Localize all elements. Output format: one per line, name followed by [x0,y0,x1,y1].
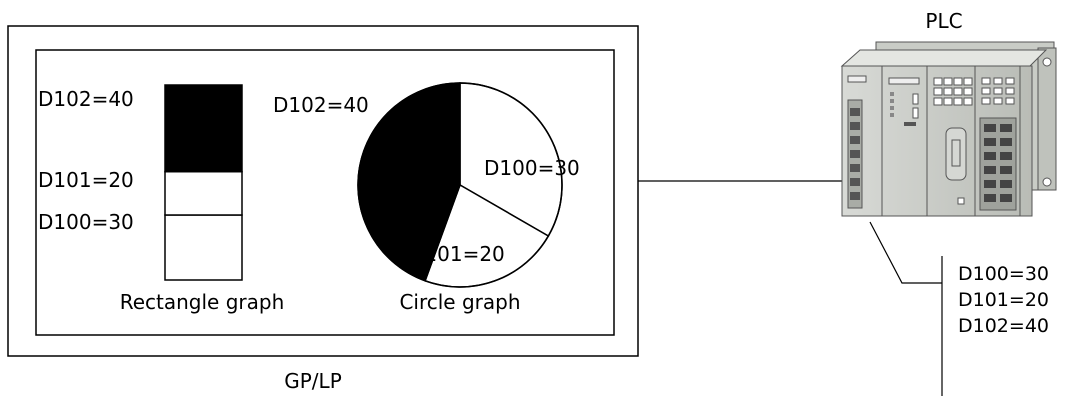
rect-segment-d101 [164,170,243,216]
pie-label-d102: D102=40 [273,93,369,117]
circle-graph-caption: Circle graph [399,290,520,314]
rect-label-d101: D101=20 [38,168,134,192]
plc-memory-callout: D100=30 D101=20 D102=40 [869,221,1049,396]
pie-label-d101: D101=20 [409,242,505,266]
plc-label: PLC [925,9,962,33]
callout-leader-line [869,221,942,284]
pie-label-d100: D100=30 [484,156,580,180]
gp-lp-label: GP/LP [284,369,342,393]
rect-label-d102: D102=40 [38,87,134,111]
rectangle-graph-caption: Rectangle graph [120,290,285,314]
circle-graph-outline [357,82,563,288]
plc-value-d102: D102=40 [958,315,1049,337]
circle-graph: D102=40 D100=30 D101=20 Circle graph [273,82,580,314]
plc-value-d101: D101=20 [958,289,1049,311]
rectangle-graph-bars [164,84,243,281]
rectangle-graph: D102=40 D101=20 D100=30 Rectangle graph [38,84,285,314]
rect-segment-d102 [164,84,243,173]
plc-icon: PLC [840,9,1057,217]
rect-segment-d100 [164,214,243,281]
rect-label-d100: D100=30 [38,210,134,234]
plc-value-d100: D100=30 [958,263,1049,285]
